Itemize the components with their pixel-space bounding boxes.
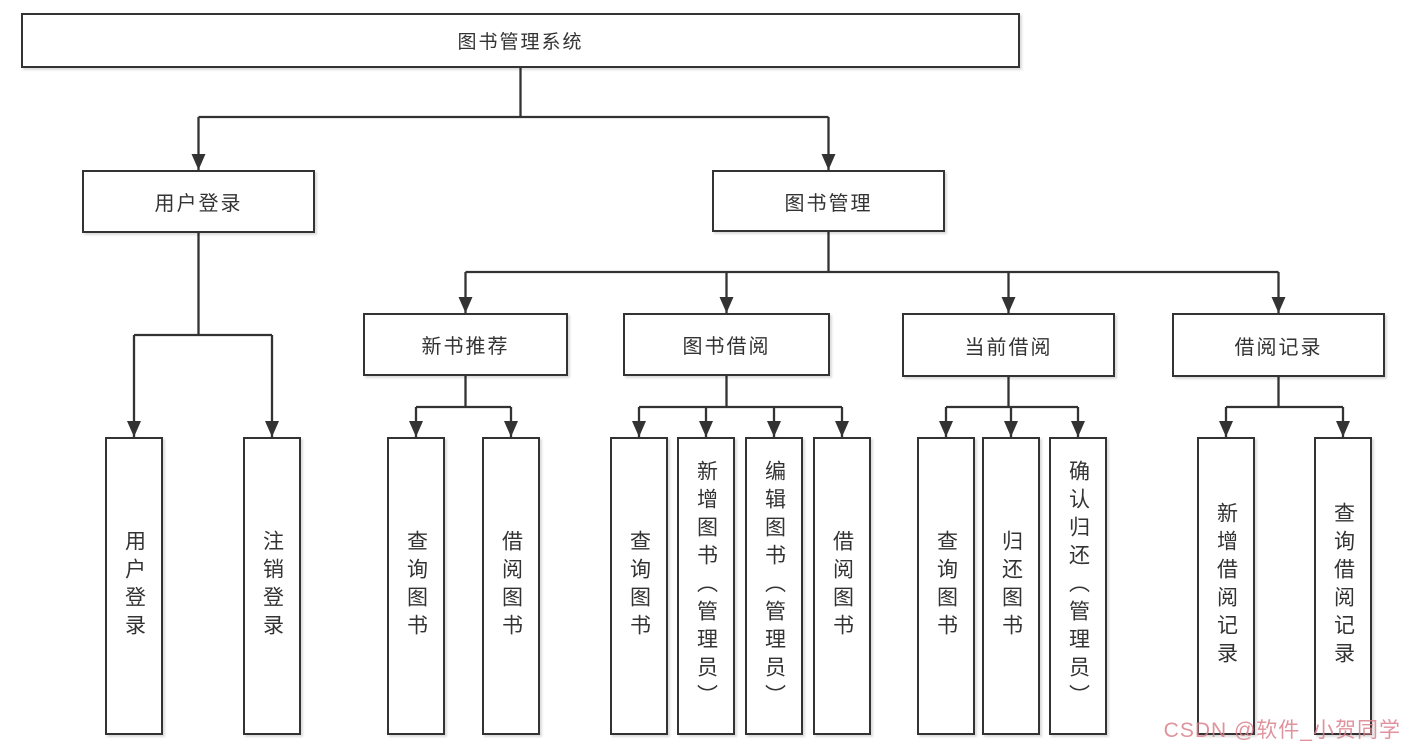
leaf-borrow-books-recommend: 借阅图书 [482, 437, 540, 735]
node-label: 借阅记录 [1234, 336, 1323, 359]
node-new-book-recommendation: 新书推荐 [363, 313, 568, 376]
leaf-label: 注销登录 [260, 530, 284, 642]
csdn-watermark: CSDN @软件_小贺同学 [1163, 719, 1401, 742]
node-current-borrowing: 当前借阅 [902, 313, 1115, 377]
leaf-logout: 注销登录 [243, 437, 301, 735]
leaf-label: 用户登录 [122, 530, 146, 642]
leaf-query-books-recommend: 查询图书 [387, 437, 445, 735]
node-book-management: 图书管理 [712, 170, 945, 232]
node-library-management-system: 图书管理系统 [21, 13, 1020, 68]
node-label: 图书管理 [784, 192, 873, 215]
leaf-confirm-return-admin: 确认归还（管理员） [1049, 437, 1107, 735]
leaf-user-login: 用户登录 [105, 437, 163, 735]
node-label: 当前借阅 [964, 336, 1053, 359]
leaf-label: 确认归还（管理员） [1066, 460, 1090, 712]
leaf-label: 编辑图书（管理员） [762, 460, 786, 712]
node-user-login: 用户登录 [82, 170, 315, 233]
leaf-query-books-current: 查询图书 [917, 437, 975, 735]
leaf-label: 借阅图书 [830, 530, 854, 642]
leaf-add-borrow-record: 新增借阅记录 [1197, 437, 1255, 735]
leaf-edit-books-admin: 编辑图书（管理员） [745, 437, 803, 735]
leaf-add-books-admin: 新增图书（管理员） [677, 437, 735, 735]
node-label: 用户登录 [154, 193, 243, 215]
leaf-label: 查询图书 [627, 530, 651, 642]
connector-user-login-children [127, 233, 279, 437]
leaf-label: 归还图书 [999, 530, 1023, 642]
leaf-label: 新增借阅记录 [1214, 502, 1238, 670]
node-label: 图书借阅 [682, 336, 771, 358]
node-label: 图书管理系统 [457, 32, 584, 53]
leaf-return-books: 归还图书 [982, 437, 1040, 735]
connector-book-management-children [458, 232, 1286, 313]
leaf-label: 借阅图书 [499, 530, 523, 642]
connector-book-borrow-children [632, 376, 849, 437]
node-book-borrowing: 图书借阅 [623, 313, 830, 376]
leaf-borrow-books: 借阅图书 [813, 437, 871, 735]
leaf-label: 查询图书 [934, 530, 958, 642]
connector-current-borrow-children [939, 377, 1085, 437]
node-borrowing-records: 借阅记录 [1172, 313, 1385, 377]
leaf-query-borrow-record: 查询借阅记录 [1314, 437, 1372, 735]
leaf-label: 新增图书（管理员） [694, 460, 718, 712]
node-label: 新书推荐 [421, 336, 510, 358]
leaf-label: 查询借阅记录 [1331, 502, 1355, 670]
connector-root-to-level2 [191, 68, 836, 170]
leaf-label: 查询图书 [404, 530, 428, 642]
connector-borrow-records-children [1219, 377, 1350, 437]
leaf-query-books-borrow: 查询图书 [610, 437, 668, 735]
connector-new-book-children [409, 376, 518, 437]
